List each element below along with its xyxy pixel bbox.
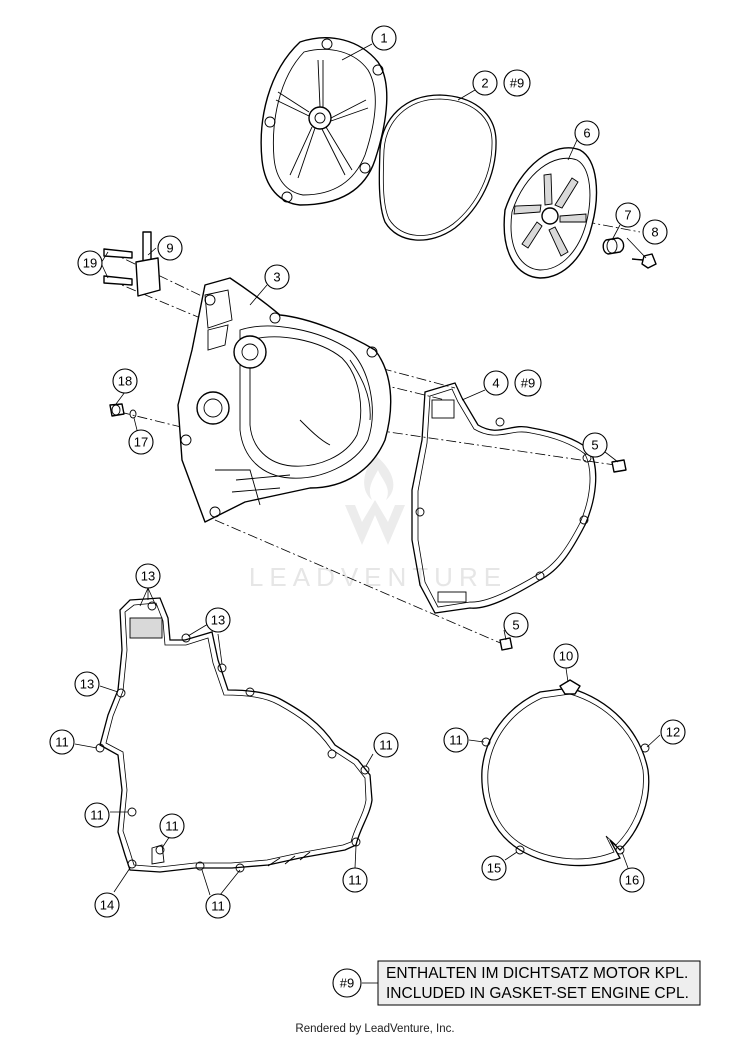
callout-10: 10 bbox=[553, 643, 579, 669]
svg-text:11: 11 bbox=[211, 899, 225, 914]
svg-text:1: 1 bbox=[380, 31, 387, 46]
callout-11-b: 11 bbox=[84, 802, 110, 828]
svg-text:14: 14 bbox=[100, 898, 114, 913]
watermark-text: LEADVENTURE bbox=[249, 562, 507, 592]
bolt-part-5-upper bbox=[611, 459, 627, 473]
callout-5-lower: 5 bbox=[503, 612, 529, 638]
svg-text:#9: #9 bbox=[510, 76, 524, 91]
svg-text:11: 11 bbox=[449, 733, 463, 748]
clutch-cover-housing bbox=[177, 277, 392, 523]
callout-9: 9 bbox=[157, 235, 183, 261]
svg-text:2: 2 bbox=[481, 76, 488, 91]
callout-14: 14 bbox=[94, 892, 120, 918]
svg-text:11: 11 bbox=[348, 873, 362, 888]
callout-19: 19 bbox=[77, 250, 103, 276]
svg-text:#9: #9 bbox=[521, 376, 535, 391]
callout-5-upper: 5 bbox=[582, 432, 608, 458]
watermark: LEADVENTURE bbox=[249, 455, 507, 592]
svg-text:#9: #9 bbox=[340, 976, 354, 991]
legend-line-2: INCLUDED IN GASKET-SET ENGINE CPL. bbox=[386, 985, 689, 1002]
callout-16: 16 bbox=[619, 867, 645, 893]
sensor-part-9 bbox=[103, 231, 161, 297]
clutch-cover-outer bbox=[260, 37, 388, 206]
callout-4: 4 bbox=[483, 370, 509, 396]
round-gasket bbox=[481, 679, 650, 867]
bolt-part-5-lower bbox=[499, 637, 513, 651]
callout-15: 15 bbox=[481, 855, 507, 881]
svg-text:13: 13 bbox=[80, 677, 94, 692]
svg-text:19: 19 bbox=[83, 256, 97, 271]
callout-3: 3 bbox=[264, 264, 290, 290]
flame-logo-icon bbox=[364, 455, 394, 500]
callout-13-b: 13 bbox=[205, 607, 231, 633]
callout-7: 7 bbox=[615, 202, 641, 228]
callout-17: 17 bbox=[128, 429, 154, 455]
seal-ring-part-17 bbox=[129, 409, 137, 419]
callout-18: 18 bbox=[112, 368, 138, 394]
callout-11-e: 11 bbox=[342, 867, 368, 893]
legend-line-1: ENTHALTEN IM DICHTSATZ MOTOR KPL. bbox=[386, 965, 688, 982]
callout-13-a: 13 bbox=[135, 563, 161, 589]
callout-11-f: 11 bbox=[205, 893, 231, 919]
svg-text:11: 11 bbox=[379, 738, 393, 753]
svg-text:4: 4 bbox=[492, 376, 499, 391]
callout-6: 6 bbox=[574, 120, 600, 146]
callout-12: 12 bbox=[660, 719, 686, 745]
v-logo-icon bbox=[345, 500, 405, 545]
svg-text:11: 11 bbox=[55, 735, 69, 750]
svg-text:11: 11 bbox=[165, 819, 179, 834]
svg-text:5: 5 bbox=[512, 618, 519, 633]
callout-11-g: 11 bbox=[443, 727, 469, 753]
o-ring-gasket bbox=[378, 94, 497, 241]
svg-text:16: 16 bbox=[625, 873, 639, 888]
svg-text:3: 3 bbox=[273, 270, 280, 285]
callout-11-d: 11 bbox=[373, 732, 399, 758]
svg-text:13: 13 bbox=[211, 613, 225, 628]
callout-11-a: 11 bbox=[49, 729, 75, 755]
legend: #9 ENTHALTEN IM DICHTSATZ MOTOR KPL. INC… bbox=[332, 960, 701, 1006]
callout-4-ref-9: #9 bbox=[514, 369, 542, 397]
svg-text:10: 10 bbox=[559, 649, 573, 664]
assembly-lines bbox=[109, 214, 641, 646]
footer-credit: Rendered by LeadVenture, Inc. bbox=[295, 1023, 455, 1035]
callout-2-ref-9: #9 bbox=[503, 69, 531, 97]
svg-text:5: 5 bbox=[591, 438, 598, 453]
svg-text:13: 13 bbox=[141, 569, 155, 584]
large-gasket bbox=[95, 597, 373, 873]
svg-text:15: 15 bbox=[487, 861, 501, 876]
svg-text:8: 8 bbox=[651, 225, 658, 240]
inner-cover-plate bbox=[503, 147, 598, 279]
cap-nut bbox=[602, 237, 625, 255]
svg-text:18: 18 bbox=[118, 374, 132, 389]
svg-text:7: 7 bbox=[624, 208, 631, 223]
svg-text:12: 12 bbox=[666, 725, 680, 740]
legend-symbol: #9 bbox=[332, 968, 362, 998]
callout-11-c: 11 bbox=[159, 813, 185, 839]
legend-box bbox=[377, 960, 701, 1006]
callout-8: 8 bbox=[642, 219, 668, 245]
svg-text:17: 17 bbox=[134, 435, 148, 450]
callout-1: 1 bbox=[371, 25, 397, 51]
svg-text:6: 6 bbox=[583, 126, 590, 141]
plug-part-18 bbox=[109, 403, 125, 417]
svg-text:11: 11 bbox=[90, 808, 104, 823]
callout-13-c: 13 bbox=[74, 671, 100, 697]
svg-text:9: 9 bbox=[166, 241, 173, 256]
callout-2: 2 bbox=[472, 70, 498, 96]
